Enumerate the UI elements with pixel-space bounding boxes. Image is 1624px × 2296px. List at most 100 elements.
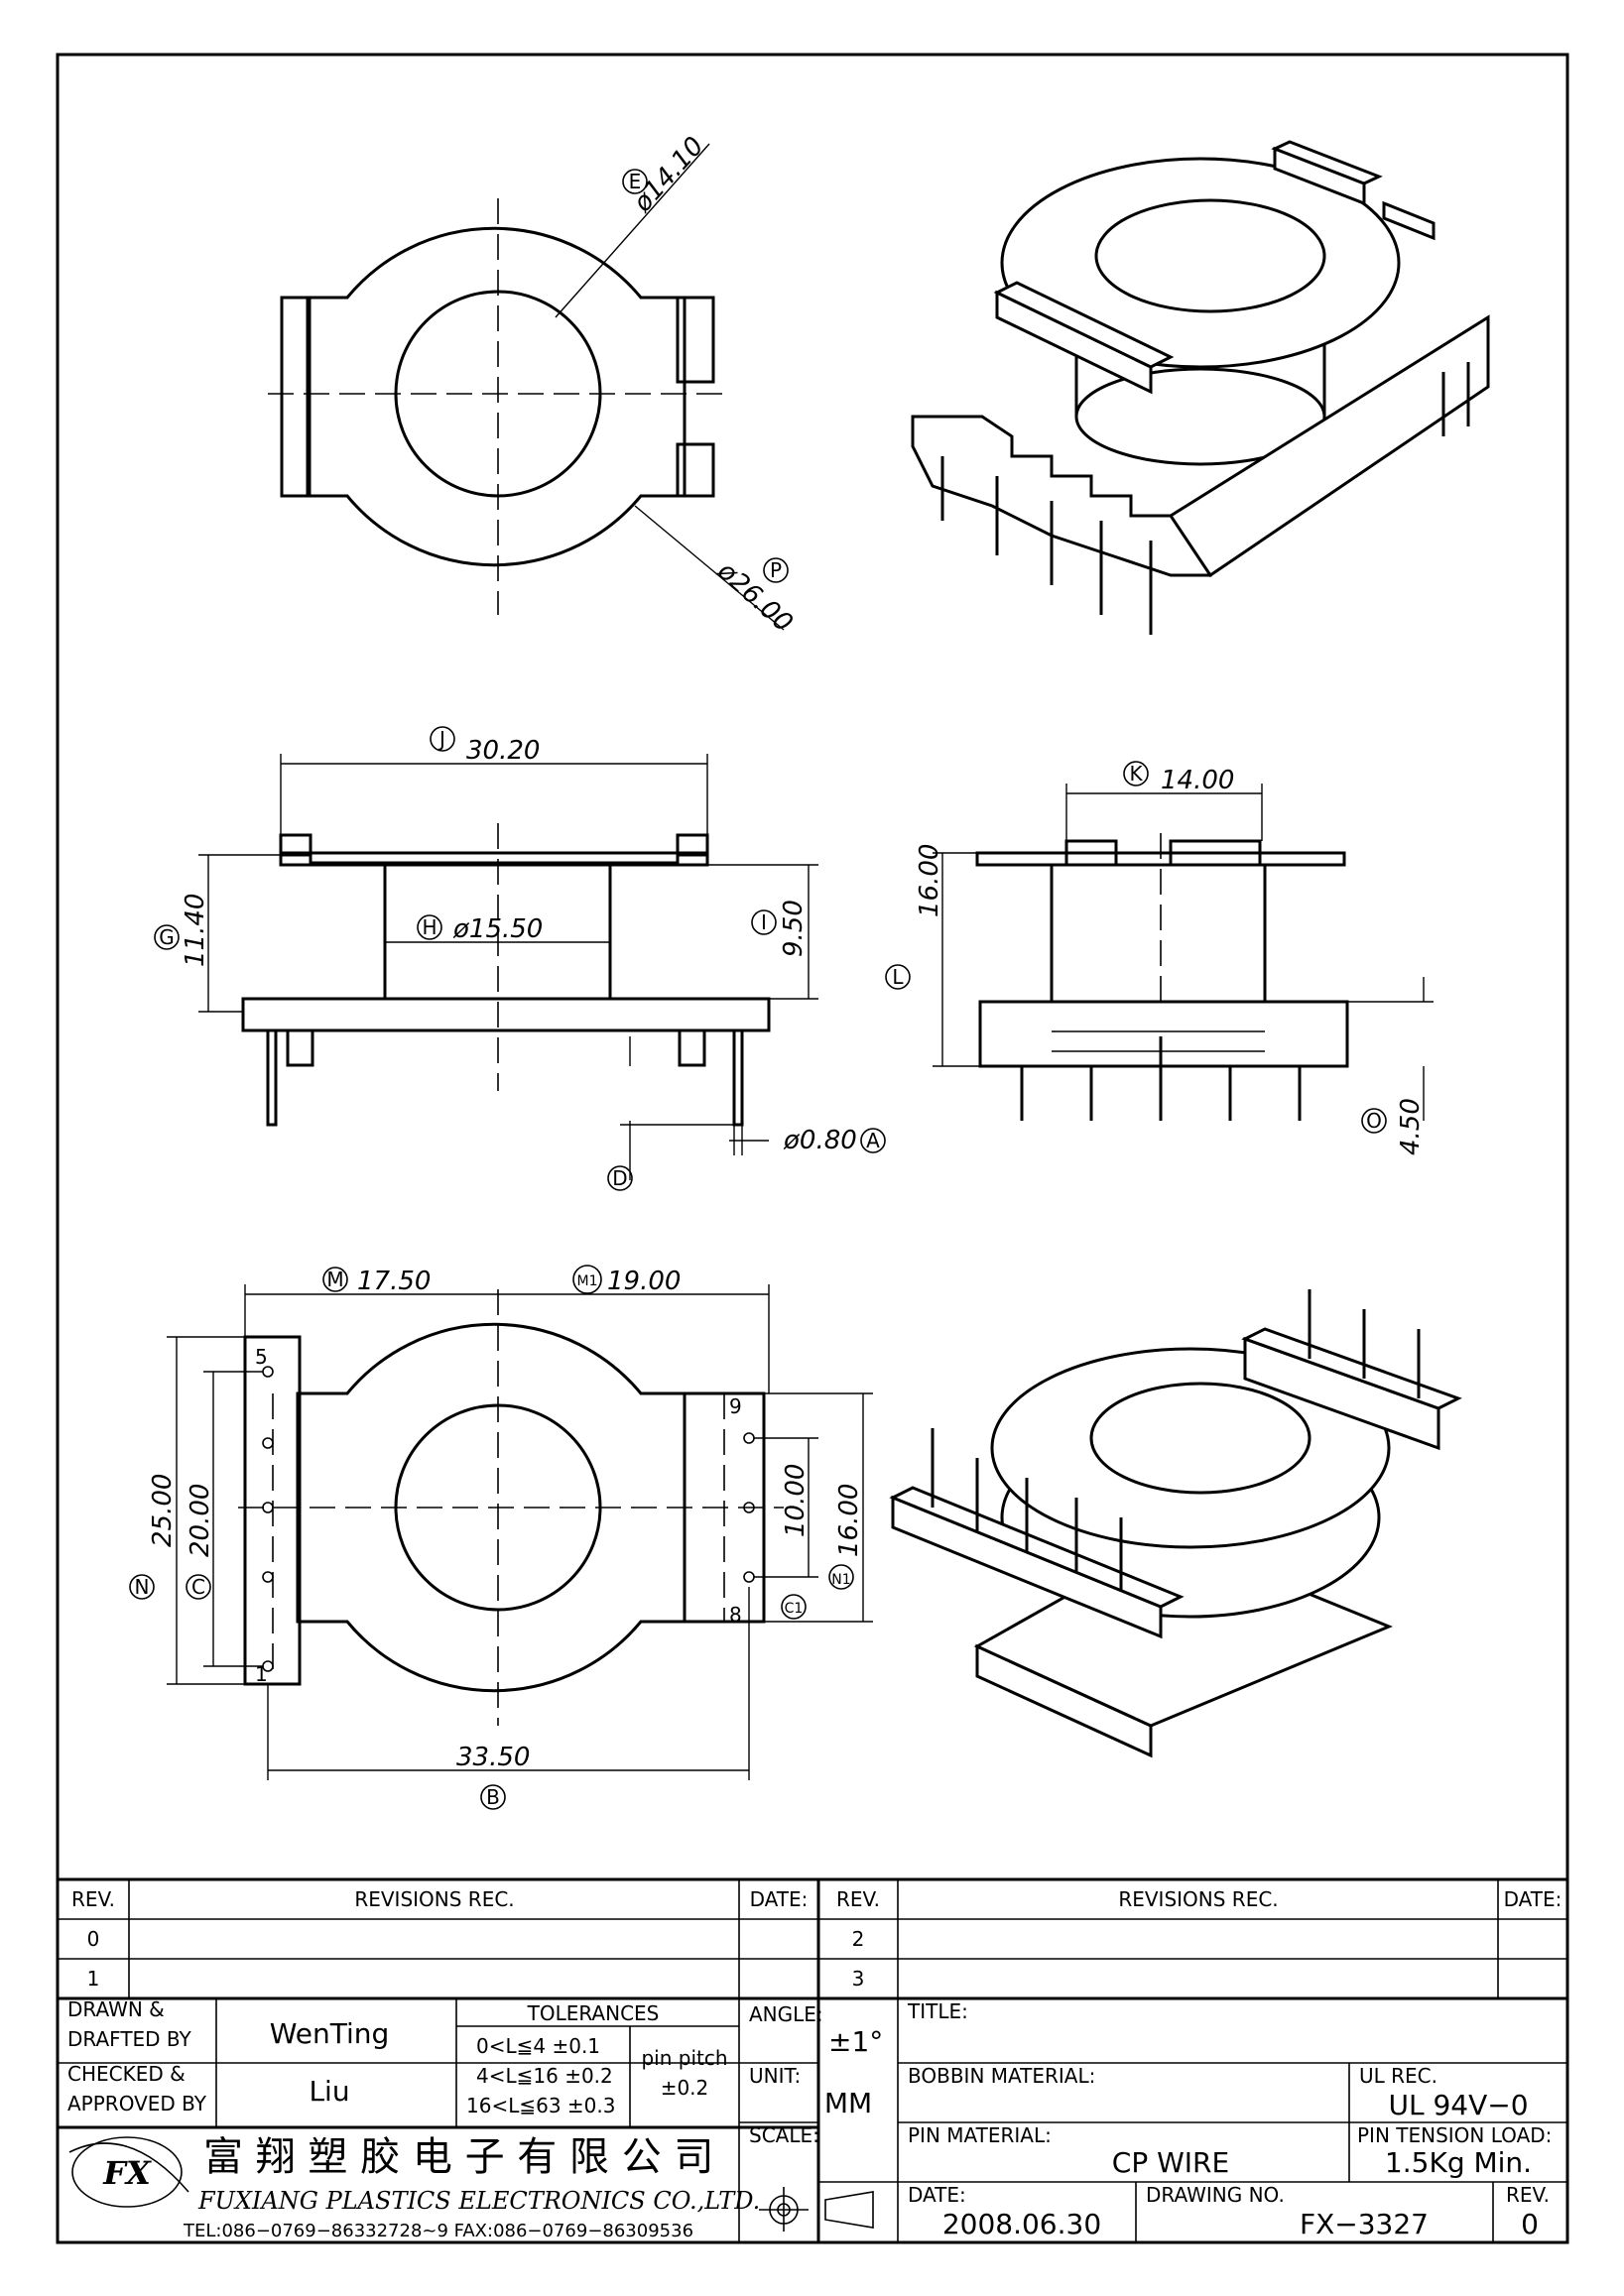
svg-text:DATE:: DATE: xyxy=(908,2183,966,2207)
svg-text:G: G xyxy=(159,925,175,949)
svg-text:FX−3327: FX−3327 xyxy=(1300,2208,1429,2240)
dim-10: 10.00 xyxy=(781,1464,811,1537)
dim-l: L 16.00 xyxy=(885,844,944,990)
dim-n1: N1 16.00 xyxy=(828,1484,864,1590)
dim-c1: C1 xyxy=(781,1594,807,1620)
svg-text:±1°: ±1° xyxy=(828,2025,883,2058)
svg-text:WenTing: WenTing xyxy=(270,2017,390,2050)
svg-text:UL 94V−0: UL 94V−0 xyxy=(1388,2089,1528,2121)
svg-text:2008.06.30: 2008.06.30 xyxy=(942,2208,1101,2240)
svg-text:TITLE:: TITLE: xyxy=(907,1999,968,2023)
svg-text:16.00: 16.00 xyxy=(834,1484,864,1557)
svg-text:11.40: 11.40 xyxy=(181,894,210,967)
svg-text:3: 3 xyxy=(852,1967,865,1991)
svg-text:8: 8 xyxy=(729,1603,742,1627)
svg-text:0: 0 xyxy=(1521,2208,1539,2240)
svg-text:C: C xyxy=(191,1575,205,1599)
svg-text:B: B xyxy=(486,1785,500,1809)
svg-text:9: 9 xyxy=(729,1394,742,1418)
svg-text:DRAWING NO.: DRAWING NO. xyxy=(1146,2183,1285,2207)
company-contact: TEL:086−0769−86332728~9 FAX:086−0769−863… xyxy=(183,2221,693,2241)
dim-a: ø0.80 A xyxy=(783,1126,886,1155)
iso-view-bottom xyxy=(889,1289,1462,1758)
svg-text:K: K xyxy=(1129,762,1143,785)
top-view-outline xyxy=(306,226,687,567)
svg-text:DATE:: DATE: xyxy=(750,1887,809,1911)
svg-text:DATE:: DATE: xyxy=(1504,1887,1562,1911)
svg-text:ø26.00: ø26.00 xyxy=(711,555,799,638)
svg-text:N: N xyxy=(135,1575,150,1599)
svg-text:17.50: 17.50 xyxy=(357,1267,431,1296)
svg-text:M1: M1 xyxy=(577,1273,598,1289)
svg-text:19.00: 19.00 xyxy=(607,1267,681,1296)
outer-frame xyxy=(56,53,1569,2244)
svg-text:FX: FX xyxy=(102,2154,152,2192)
svg-text:0<L≦4 ±0.1: 0<L≦4 ±0.1 xyxy=(476,2034,600,2058)
svg-text:Liu: Liu xyxy=(309,2075,349,2108)
svg-text:PIN TENSION LOAD:: PIN TENSION LOAD: xyxy=(1357,2123,1552,2147)
svg-text:2: 2 xyxy=(852,1927,865,1951)
dim-i: I 9.50 xyxy=(751,900,809,957)
bottom-view: 5 1 9 8 M 17.50 M1 19.00 N 25.00 xyxy=(129,1265,873,1810)
svg-text:APPROVED BY: APPROVED BY xyxy=(67,2092,207,2115)
dim-d: D xyxy=(607,1165,633,1191)
svg-text:ø15.50: ø15.50 xyxy=(452,914,543,944)
svg-text:16<L≦63 ±0.3: 16<L≦63 ±0.3 xyxy=(466,2094,615,2117)
svg-text:J: J xyxy=(437,727,445,751)
dim-m: M 17.50 xyxy=(322,1267,431,1296)
svg-text:4<L≦16 ±0.2: 4<L≦16 ±0.2 xyxy=(476,2064,613,2088)
svg-text:1.5Kg Min.: 1.5Kg Min. xyxy=(1385,2146,1532,2179)
svg-text:16.00: 16.00 xyxy=(915,844,944,917)
dim-n: N 25.00 xyxy=(129,1474,178,1600)
svg-text:ANGLE:: ANGLE: xyxy=(749,2002,823,2026)
svg-text:CHECKED &: CHECKED & xyxy=(67,2062,186,2086)
svg-text:E: E xyxy=(629,170,642,193)
dim-j: J 30.20 xyxy=(430,726,540,766)
dim-m1: M1 19.00 xyxy=(572,1265,681,1296)
svg-text:10.00: 10.00 xyxy=(781,1464,811,1537)
svg-text:SCALE:: SCALE: xyxy=(749,2123,819,2147)
title-block: REV. REVISIONS REC. DATE: REV. REVISIONS… xyxy=(58,1877,1567,2242)
dim-o: O 4.50 xyxy=(1361,1098,1426,1155)
svg-text:1: 1 xyxy=(255,1662,268,1686)
dim-c: C 20.00 xyxy=(186,1484,215,1600)
dim-h: H ø15.50 xyxy=(417,914,543,944)
svg-text:BOBBIN MATERIAL:: BOBBIN MATERIAL: xyxy=(908,2064,1095,2088)
svg-text:D: D xyxy=(612,1166,627,1190)
svg-text:UNIT:: UNIT: xyxy=(749,2064,801,2088)
dim-k: K 14.00 xyxy=(1123,761,1234,795)
svg-text:C1: C1 xyxy=(785,1601,804,1617)
svg-text:H: H xyxy=(422,915,437,939)
dim-b: 33.50 B xyxy=(456,1743,530,1810)
dim-e: E ø14.10 xyxy=(622,131,710,218)
svg-text:33.50: 33.50 xyxy=(456,1743,530,1772)
svg-text:4.50: 4.50 xyxy=(1396,1098,1426,1155)
company-logo: FX xyxy=(68,2136,189,2208)
svg-text:9.50: 9.50 xyxy=(779,900,809,957)
svg-text:1: 1 xyxy=(87,1967,100,1991)
svg-text:5: 5 xyxy=(255,1345,268,1369)
svg-text:M: M xyxy=(326,1268,343,1291)
svg-text:REV.: REV. xyxy=(1506,2183,1550,2207)
svg-text:pin pitch: pin pitch xyxy=(641,2046,727,2070)
projection-symbol xyxy=(759,2187,874,2232)
svg-text:A: A xyxy=(866,1129,880,1152)
svg-text:P: P xyxy=(770,558,782,582)
svg-text:REVISIONS REC.: REVISIONS REC. xyxy=(354,1887,514,1911)
dim-g: G 11.40 xyxy=(154,894,210,967)
svg-text:REV.: REV. xyxy=(836,1887,880,1911)
front-view: J 30.20 G 11.40 H ø15.50 I 9.50 xyxy=(154,726,886,1191)
svg-text:0: 0 xyxy=(87,1927,100,1951)
svg-text:DRAWN &: DRAWN & xyxy=(67,1997,165,2021)
svg-text:±0.2: ±0.2 xyxy=(661,2076,709,2100)
top-view: E ø14.10 P ø26.00 xyxy=(268,131,799,639)
svg-text:N1: N1 xyxy=(831,1572,850,1588)
svg-text:REVISIONS REC.: REVISIONS REC. xyxy=(1118,1887,1278,1911)
svg-text:PIN MATERIAL:: PIN MATERIAL: xyxy=(908,2123,1052,2147)
svg-text:CP WIRE: CP WIRE xyxy=(1112,2146,1229,2179)
company-name-en: FUXIANG PLASTICS ELECTRONICS CO.,LTD. xyxy=(197,2187,760,2215)
svg-text:25.00: 25.00 xyxy=(148,1474,178,1547)
svg-text:ø0.80: ø0.80 xyxy=(783,1126,857,1155)
svg-text:MM: MM xyxy=(824,2087,872,2119)
